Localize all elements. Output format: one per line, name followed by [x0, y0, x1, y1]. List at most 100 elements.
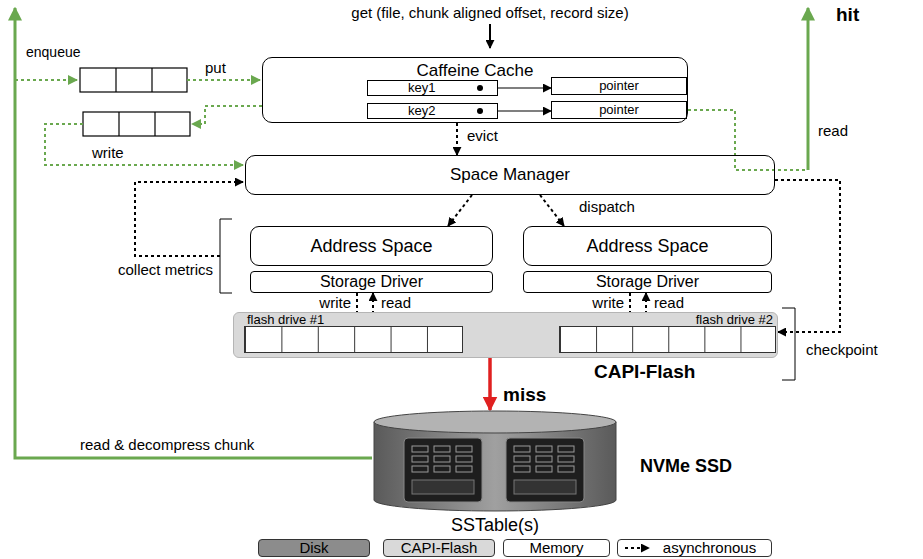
- flash-drive: flash drive #1: [244, 326, 463, 353]
- legend-text: Disk: [299, 539, 328, 556]
- cylinder-outline: [372, 410, 618, 514]
- enqueue-arrow: [15, 79, 77, 81]
- annotation-label: read & decompress chunk: [80, 436, 254, 453]
- connector: [488, 358, 492, 410]
- server-slot: [412, 456, 428, 462]
- write-arrow: [45, 124, 243, 165]
- queue-slot: [154, 112, 155, 136]
- annotation-label: put: [205, 59, 226, 76]
- server-slot: [558, 456, 574, 462]
- key-box: key2: [367, 103, 498, 119]
- queue: [83, 112, 190, 136]
- server-slot: [434, 446, 450, 452]
- node-text: key1: [408, 81, 435, 95]
- node-text: Space Manager: [450, 165, 570, 185]
- node-text: flash drive #1: [247, 313, 324, 326]
- server-slot: [558, 466, 574, 472]
- key-dot: [477, 108, 483, 114]
- key-dot: [477, 85, 483, 91]
- connector-label: dispatch: [578, 198, 636, 215]
- legend-text: asynchronous: [663, 539, 756, 556]
- node-text: SSTable(s): [451, 515, 539, 536]
- server-panel: [412, 480, 474, 494]
- connector-label: write: [591, 294, 625, 311]
- dotted-arrow-sample: [625, 547, 649, 549]
- put-arrow: [187, 79, 260, 81]
- annotation-label: read: [818, 122, 848, 139]
- queue-slot: [118, 112, 119, 136]
- server-slot: [456, 466, 472, 472]
- server-icon: [404, 438, 482, 502]
- legend-swatch: Disk: [258, 539, 370, 557]
- flash-band: CAPI-Flashflash drive #1flash drive #2: [233, 312, 778, 358]
- legend-text: Memory: [529, 539, 583, 556]
- return-path: [15, 8, 372, 458]
- annotation-label: enqueue: [26, 44, 81, 60]
- queue-outline: [83, 112, 190, 136]
- server-slot: [434, 456, 450, 462]
- server-slot: [536, 456, 552, 462]
- queue: [80, 68, 187, 92]
- server-panel: [514, 480, 576, 494]
- read-path: [688, 110, 808, 170]
- node-text: key2: [408, 104, 435, 118]
- request-arrow: [489, 24, 491, 48]
- legend-swatch: Memory: [503, 539, 610, 557]
- annotation-label: write: [92, 144, 124, 161]
- cylinder-body: [374, 422, 616, 511]
- process-box: Address Space: [250, 226, 493, 266]
- connector-label: miss: [502, 384, 547, 406]
- node-text: Address Space: [586, 236, 708, 257]
- connector-label: evict: [466, 127, 499, 144]
- node-text: CAPI-Flash: [594, 361, 695, 383]
- process-box: Address Space: [523, 226, 772, 266]
- node-text: NVMe SSD: [640, 456, 732, 477]
- bracket: [782, 308, 795, 380]
- annotation-label: get (file, chunk aligned offset, record …: [351, 4, 628, 21]
- process-box: Space Manager: [245, 155, 775, 195]
- key-box: key1: [367, 80, 498, 96]
- legend-swatch: CAPI-Flash: [383, 539, 495, 557]
- connector: [448, 195, 472, 226]
- server-slot: [558, 446, 574, 452]
- cylinder-top: [374, 411, 616, 433]
- connector: [540, 195, 564, 226]
- pointer-box: pointer: [551, 77, 687, 95]
- annotation-label: checkpoint: [806, 341, 878, 358]
- bracket: [220, 219, 232, 293]
- legend-swatch: asynchronous: [617, 539, 772, 557]
- node-text: Address Space: [310, 236, 432, 257]
- node-text: pointer: [599, 103, 639, 117]
- connector-label: write: [318, 294, 352, 311]
- annotation-label: hit: [836, 4, 859, 26]
- server-slot: [456, 456, 472, 462]
- driver-box: Storage Driver: [250, 271, 493, 293]
- connector: [498, 110, 551, 111]
- server-slot: [514, 446, 530, 452]
- connector-label: read: [653, 294, 685, 311]
- dequeue-arrow: [192, 106, 262, 124]
- metrics-arrow: [135, 182, 243, 256]
- node-text: flash drive #2: [696, 313, 773, 326]
- driver-box: Storage Driver: [523, 271, 772, 293]
- server-slot: [514, 456, 530, 462]
- connector: [775, 180, 840, 332]
- queue-slot: [115, 68, 116, 92]
- legend-text: CAPI-Flash: [401, 539, 478, 556]
- server-slot: [514, 466, 530, 472]
- connector: [498, 87, 551, 88]
- hit-arrow: [807, 8, 810, 170]
- cache-box: Caffeine Cachekey1 pointer key2 pointer: [262, 57, 688, 123]
- connector-label: read: [380, 294, 412, 311]
- flash-drive: flash drive #2: [559, 326, 776, 353]
- node-text: Caffeine Cache: [417, 61, 534, 81]
- queue-slot: [151, 68, 152, 92]
- server-slot: [434, 466, 450, 472]
- legend-sample: [623, 541, 653, 555]
- queue-outline: [80, 68, 187, 92]
- node-text: pointer: [599, 79, 639, 93]
- pointer-box: pointer: [551, 101, 687, 119]
